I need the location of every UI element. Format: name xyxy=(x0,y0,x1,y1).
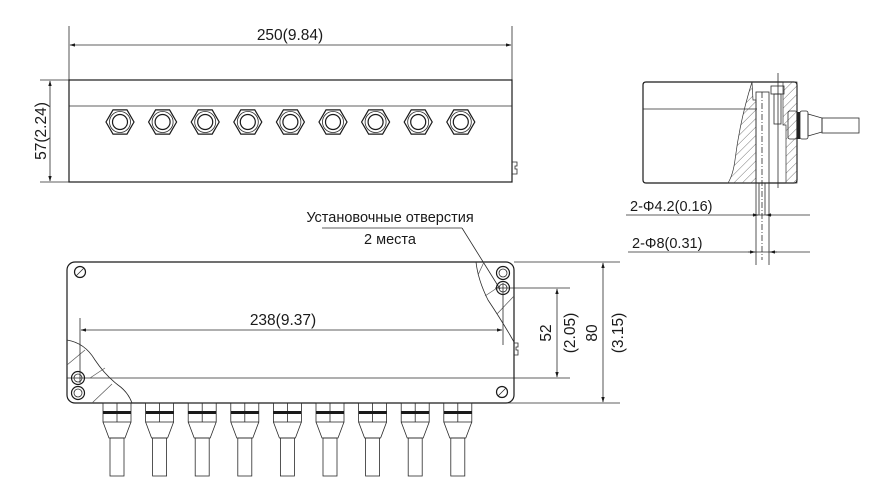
latch-icon xyxy=(514,342,519,356)
cable-gland xyxy=(443,402,473,477)
cable xyxy=(322,437,338,477)
cable xyxy=(237,437,253,477)
mount-spacing-label: 238(9.37) xyxy=(250,312,316,329)
cable-gland-nut xyxy=(190,109,220,135)
screw-top-left xyxy=(73,265,87,279)
cable-gland xyxy=(187,402,217,477)
cable-glands xyxy=(102,402,473,477)
gland-cone xyxy=(807,113,823,137)
screw-head xyxy=(770,85,785,95)
latch-icon xyxy=(512,161,518,175)
cable-gland-nuts xyxy=(105,109,476,135)
cable-gland-nut xyxy=(105,109,135,135)
mounting-hole-left xyxy=(70,370,86,401)
cutaway-left xyxy=(66,339,133,404)
cable-gland xyxy=(315,402,345,477)
section-hatch-right xyxy=(782,81,798,184)
cable-gland-nut xyxy=(275,109,306,135)
outer-height-label-in: (3.15) xyxy=(610,313,627,354)
hatch-line xyxy=(66,349,86,366)
cable-gland xyxy=(145,402,175,477)
cable-gland-nut xyxy=(446,109,476,135)
hatch-line xyxy=(89,367,106,379)
cable-gland-nut xyxy=(360,109,391,135)
mounting-hole-channel xyxy=(755,91,770,184)
inner-height-label-mm: 52 xyxy=(538,324,555,341)
enclosure-top xyxy=(66,261,515,404)
cable-gland-nut xyxy=(147,109,178,135)
large-hole-label: 2-Φ8(0.31) xyxy=(632,236,702,252)
cable-gland xyxy=(102,402,132,477)
cable-gland-nut xyxy=(233,109,263,135)
inner-height-label-in: (2.05) xyxy=(562,313,579,354)
gland-seal xyxy=(797,112,800,139)
cable-gland xyxy=(230,402,260,477)
cable-gland-nut xyxy=(318,109,348,135)
cable xyxy=(194,437,210,477)
side-view: 2-Φ4.2(0.16) 2-Φ8(0.31) xyxy=(626,73,860,265)
cable-gland xyxy=(272,402,302,477)
cable xyxy=(279,437,295,477)
small-hole-label: 2-Φ4.2(0.16) xyxy=(630,199,713,215)
top-view: Установочные отверстия 2 места xyxy=(66,210,627,477)
screw-bottom-right xyxy=(495,385,509,399)
cable xyxy=(109,437,125,477)
cutaway-right xyxy=(475,261,515,343)
cable-gland xyxy=(358,402,388,477)
screw-shank xyxy=(773,93,782,125)
cable xyxy=(152,437,168,477)
cable xyxy=(450,437,466,477)
outer-height-label-mm: 80 xyxy=(584,324,601,342)
hatch-line xyxy=(477,261,485,276)
enclosure-front xyxy=(68,79,513,183)
width-dimension-label: 250(9.84) xyxy=(257,27,323,44)
cable xyxy=(365,437,381,477)
cable-side xyxy=(821,117,860,134)
hatch-line xyxy=(91,383,113,404)
cable-gland xyxy=(400,402,430,477)
note-leader xyxy=(461,227,501,290)
mounting-note-line2: 2 места xyxy=(364,232,417,248)
front-view: 250(9.84) 57(2.24) xyxy=(33,26,518,183)
hatch-line xyxy=(496,295,515,315)
section-hatch-left xyxy=(727,81,757,184)
height-dimension-label: 57(2.24) xyxy=(33,102,50,160)
cable-gland-nut xyxy=(403,109,433,135)
cable xyxy=(407,437,423,477)
gland-body xyxy=(799,110,809,140)
mounting-note-line1: Установочные отверстия xyxy=(306,210,473,226)
